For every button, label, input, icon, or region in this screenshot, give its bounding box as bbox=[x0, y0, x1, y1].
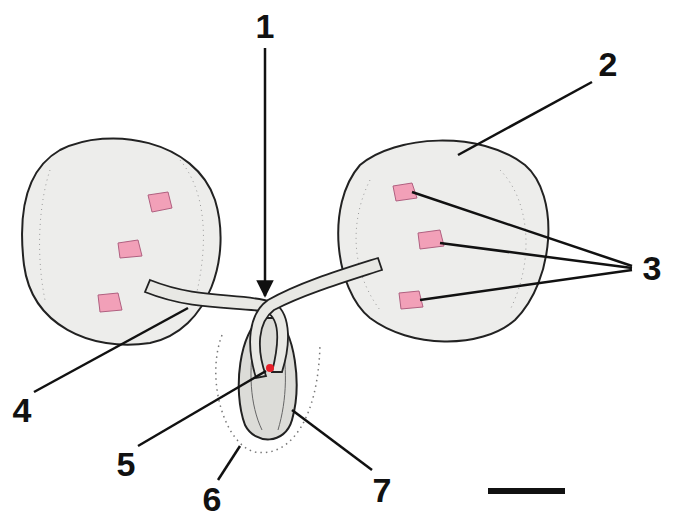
leader-lines bbox=[34, 48, 632, 480]
callout-number: 5 bbox=[117, 445, 136, 483]
callout-slot: 7 bbox=[373, 473, 392, 507]
left-petiole bbox=[145, 280, 288, 372]
callout-slot: 6 bbox=[203, 482, 222, 516]
callout-number: 7 bbox=[373, 471, 392, 509]
callout-slot: 1 bbox=[256, 9, 275, 43]
callout-slot: 5 bbox=[117, 447, 136, 481]
callout-number: 1 bbox=[256, 7, 275, 45]
scale-bar bbox=[488, 488, 565, 494]
callout-number: 6 bbox=[203, 480, 222, 518]
callout-number: 4 bbox=[13, 391, 32, 429]
callout-slot: 3 bbox=[643, 251, 662, 285]
callout-slot: 4 bbox=[13, 393, 32, 427]
callout-slot: 2 bbox=[599, 47, 618, 81]
left-cotyledon bbox=[22, 138, 220, 344]
apical-dot bbox=[266, 364, 274, 372]
callout-number: 3 bbox=[643, 249, 662, 287]
callout-number: 2 bbox=[599, 45, 618, 83]
right-cotyledon bbox=[338, 141, 548, 342]
right-petiole bbox=[250, 258, 382, 378]
